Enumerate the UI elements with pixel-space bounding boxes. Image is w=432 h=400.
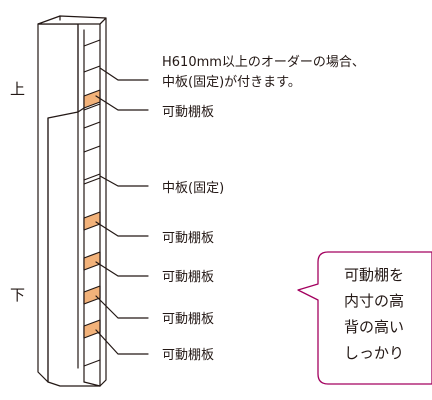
movable-shelf-label-4: 可動棚板 — [162, 312, 214, 327]
cabinet-top — [37, 15, 107, 25]
leader-line-movable-2 — [95, 221, 149, 237]
leader-line-fixed — [99, 175, 149, 187]
bottom-section-label: 下 — [10, 286, 25, 304]
order-note-line1: H610mm以上のオーダーの場合、 — [162, 55, 365, 70]
shelf-line — [83, 39, 101, 47]
movable-shelf-label-5: 可動棚板 — [162, 348, 214, 363]
cabinet-side-panel — [37, 23, 79, 383]
shelf-line — [83, 359, 101, 367]
leader-line-movable-1 — [95, 95, 149, 111]
shelf-line — [83, 145, 101, 153]
movable-shelf-5 — [83, 319, 101, 339]
callout-line-3: 背の高い — [344, 318, 404, 336]
movable-shelf-label-2: 可動棚板 — [162, 231, 214, 246]
fixed-plate-1 — [83, 103, 101, 111]
movable-shelf-2 — [83, 211, 101, 231]
movable-shelf-4 — [83, 285, 101, 305]
cabinet-back-edge — [99, 17, 107, 387]
shelf-line — [83, 65, 101, 73]
movable-shelf-label-3: 可動棚板 — [162, 270, 214, 285]
cabinet-frame — [77, 107, 85, 113]
top-section-label: 上 — [10, 80, 25, 98]
movable-shelf-3 — [83, 251, 101, 271]
movable-shelf-label-1: 可動棚板 — [162, 105, 214, 120]
leader-line-fixed-note — [99, 67, 149, 81]
cabinet-bottom-edge — [83, 381, 101, 387]
leader-line-movable-3 — [95, 261, 149, 277]
shelf-line — [83, 121, 101, 129]
order-note-line2: 中板(固定)が付きます。 — [162, 75, 301, 90]
fixed-plate-2 — [83, 177, 101, 185]
movable-shelf-1 — [83, 89, 101, 109]
leader-line-movable-4 — [95, 295, 149, 319]
shelf-line — [83, 173, 101, 181]
callout-line-1: 可動棚を — [344, 266, 404, 284]
callout-bubble — [297, 251, 432, 385]
callout-line-4: しっかり — [344, 344, 404, 362]
cabinet-bottom — [47, 381, 101, 387]
leader-line-movable-5 — [95, 329, 149, 355]
callout-line-2: 内寸の高 — [344, 292, 404, 310]
fixed-plate-label: 中板(固定) — [162, 181, 224, 196]
cabinet-drawing — [37, 15, 149, 387]
